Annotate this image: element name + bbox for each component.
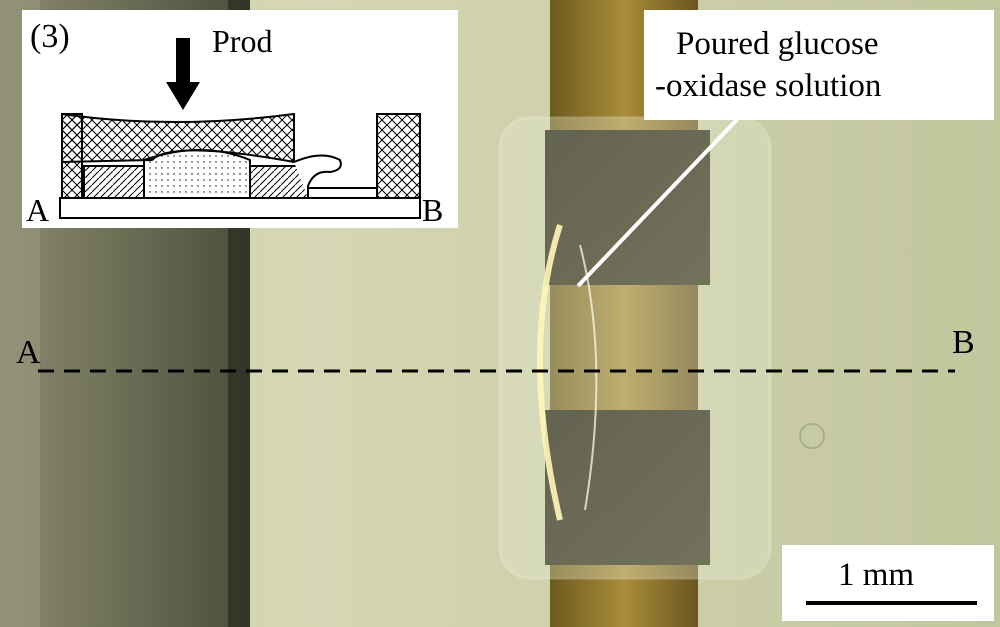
prod-arrow-label: Prod [212,23,273,59]
inset-cross-section-diagram [22,10,458,228]
inset-label-a: A [26,192,50,228]
callout-box [644,10,994,120]
callout-leader-line [576,106,750,288]
inset-label-b: B [422,192,444,228]
scale-bar [806,601,977,605]
scale-bar-label: 1 mm [838,557,915,593]
section-label-a: A [16,334,41,371]
section-label-b: B [952,324,975,361]
callout-line-2: -oxidase solution [655,68,882,104]
scale-bar-box [782,545,994,621]
callout-line-1: Poured glucose [676,26,879,62]
panel-label: (3) [30,18,70,55]
